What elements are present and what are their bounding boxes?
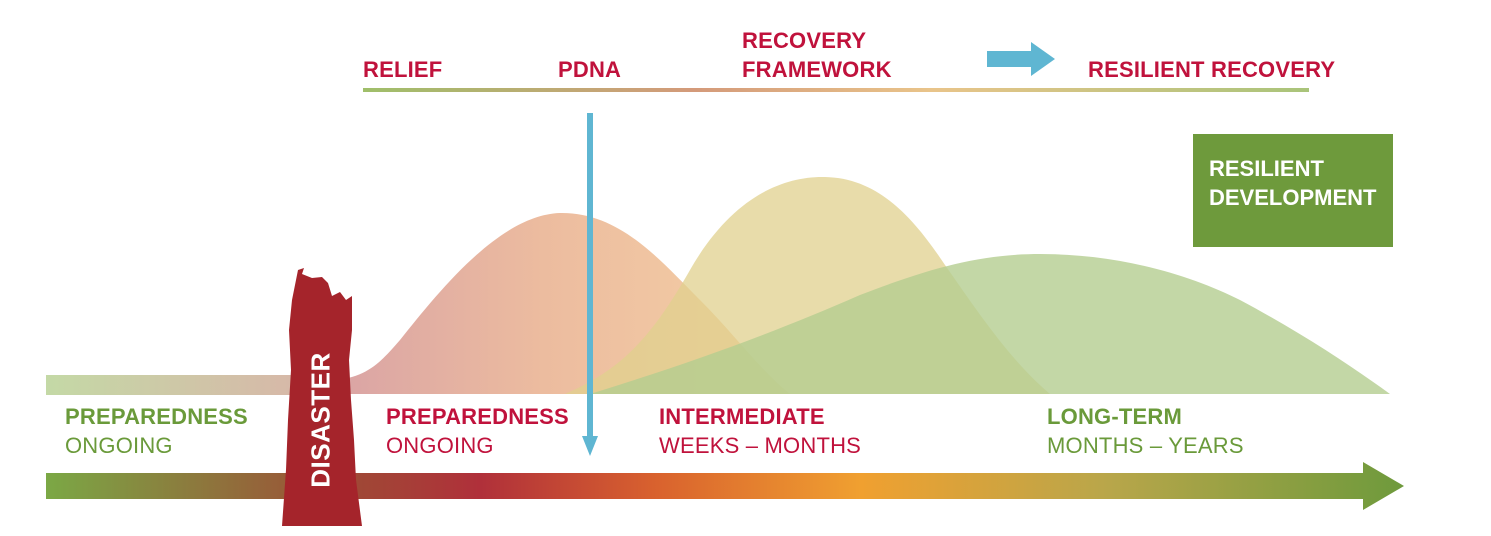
- stage-2-duration: ONGOING: [386, 433, 494, 458]
- resilient-development-label: RESILIENT DEVELOPMENT: [1209, 156, 1377, 210]
- stage-4-duration: MONTHS – YEARS: [1047, 433, 1244, 458]
- stage-3-duration: WEEKS – MONTHS: [659, 433, 862, 458]
- arrow-down-icon: [582, 436, 598, 456]
- resilient-recovery-label: RESILIENT RECOVERY: [1088, 57, 1336, 82]
- resilient-development-box: RESILIENT DEVELOPMENT: [1193, 134, 1393, 247]
- pdna-label: PDNA: [558, 57, 622, 82]
- stage-4-title: LONG-TERM: [1047, 404, 1183, 429]
- disaster-shape: [282, 268, 362, 526]
- recovery-framework-label-line1: RECOVERY: [742, 28, 867, 53]
- baseline-band: [46, 375, 296, 395]
- long-term-curve: [590, 254, 1390, 394]
- arrow-right-icon: [987, 42, 1055, 76]
- timeline-arrow: [46, 462, 1404, 510]
- pdna-marker-line: [587, 113, 593, 438]
- stage-3-title: INTERMEDIATE: [659, 404, 825, 429]
- phase-line: [363, 88, 1309, 92]
- stage-2-title: PREPAREDNESS: [386, 404, 569, 429]
- stage-1-duration: ONGOING: [65, 433, 173, 458]
- disaster-label: DISASTER: [305, 352, 336, 488]
- recovery-framework-label-line2: FRAMEWORK: [742, 57, 892, 82]
- stage-1-title: PREPAREDNESS: [65, 404, 248, 429]
- relief-label: RELIEF: [363, 57, 443, 82]
